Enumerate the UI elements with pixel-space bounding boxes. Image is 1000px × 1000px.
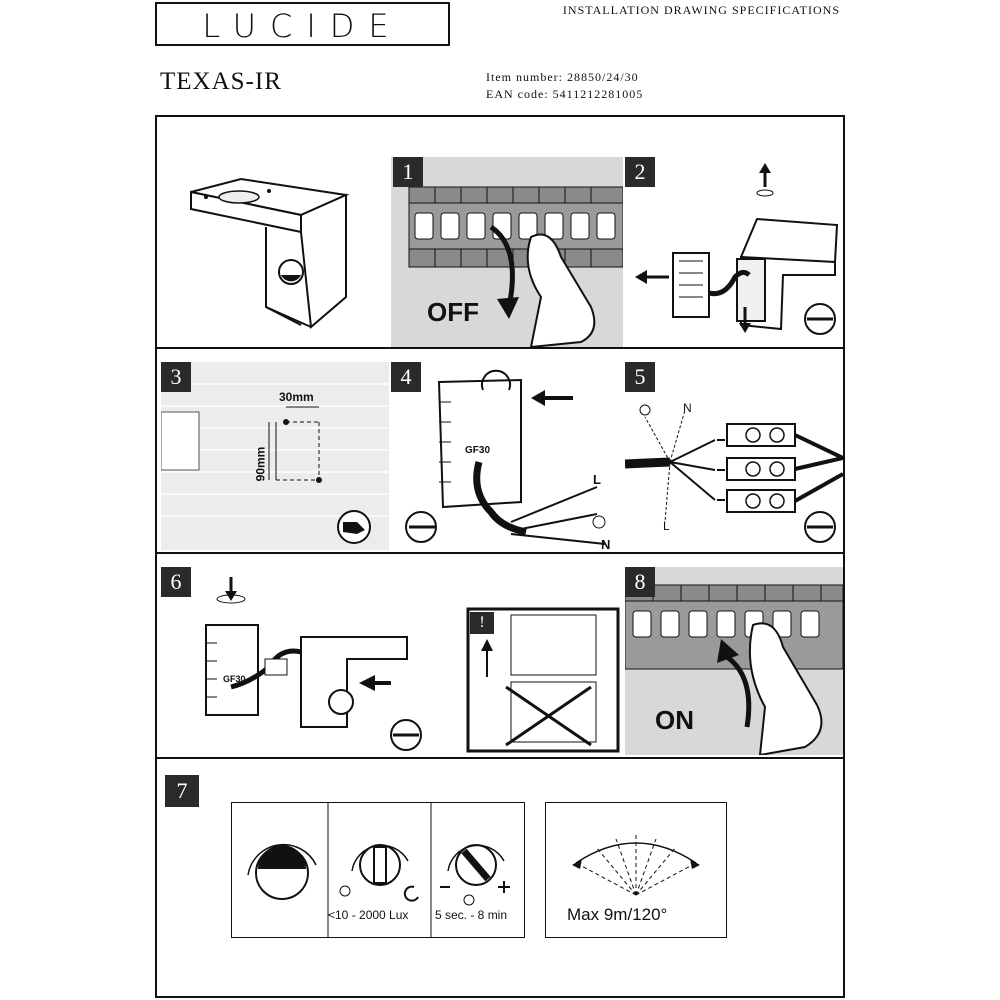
wire-l-label: L: [593, 472, 601, 487]
step-8-panel: [625, 567, 843, 755]
divider: [157, 757, 843, 759]
box-marking: GF30: [465, 445, 491, 456]
step-number: 8: [625, 567, 655, 597]
step-number: 3: [161, 362, 191, 392]
step-number: 5: [625, 362, 655, 392]
warning-icon: !: [470, 612, 494, 634]
box-marking: GF30: [223, 674, 246, 684]
divider: [157, 347, 843, 349]
step-2-panel: [625, 157, 843, 347]
item-number-row: Item number: 28850/24/30: [486, 70, 639, 85]
logo-text: LUCIDE: [202, 7, 403, 45]
dimension-horizontal: 30mm: [279, 390, 314, 404]
step-3-panel: [161, 362, 389, 550]
ean-label: EAN code:: [486, 87, 549, 101]
lux-range: <10 - 2000 Lux: [328, 908, 409, 922]
step-number: 7: [165, 775, 199, 807]
item-number-label: Item number:: [486, 70, 563, 84]
off-label: OFF: [427, 297, 479, 327]
model-name: TEXAS-IR: [160, 68, 282, 95]
step-number: 1: [393, 157, 423, 187]
detection-range: [545, 802, 727, 938]
item-number-value: 28850/24/30: [566, 70, 639, 84]
instructions-frame: 1 OFF 2: [155, 115, 845, 998]
range-label: Max 9m/120°: [567, 905, 668, 924]
time-range: 5 sec. - 8 min: [435, 908, 508, 922]
step-5-panel: [625, 362, 843, 550]
document-title: INSTALLATION DRAWING SPECIFICATIONS: [562, 3, 840, 17]
ean-value: 5411212281005: [552, 87, 644, 101]
wire-n-label: N: [683, 401, 692, 415]
wire-l-label: L: [663, 519, 670, 533]
step-number: 4: [391, 362, 421, 392]
dimension-vertical: 90mm: [253, 446, 268, 482]
brand-logo: LUCIDE: [155, 2, 450, 46]
step-1-panel: [391, 157, 623, 347]
wire-n-label: N: [601, 537, 611, 552]
on-label: ON: [655, 705, 694, 735]
divider: [157, 552, 843, 554]
ean-row: EAN code: 5411212281005: [486, 87, 643, 102]
step-4-panel: [391, 362, 623, 550]
step-6-panel: [161, 567, 623, 755]
step-number: 6: [161, 567, 191, 597]
product-view: [161, 157, 389, 345]
sensor-settings: [231, 802, 525, 938]
step-number: 2: [625, 157, 655, 187]
